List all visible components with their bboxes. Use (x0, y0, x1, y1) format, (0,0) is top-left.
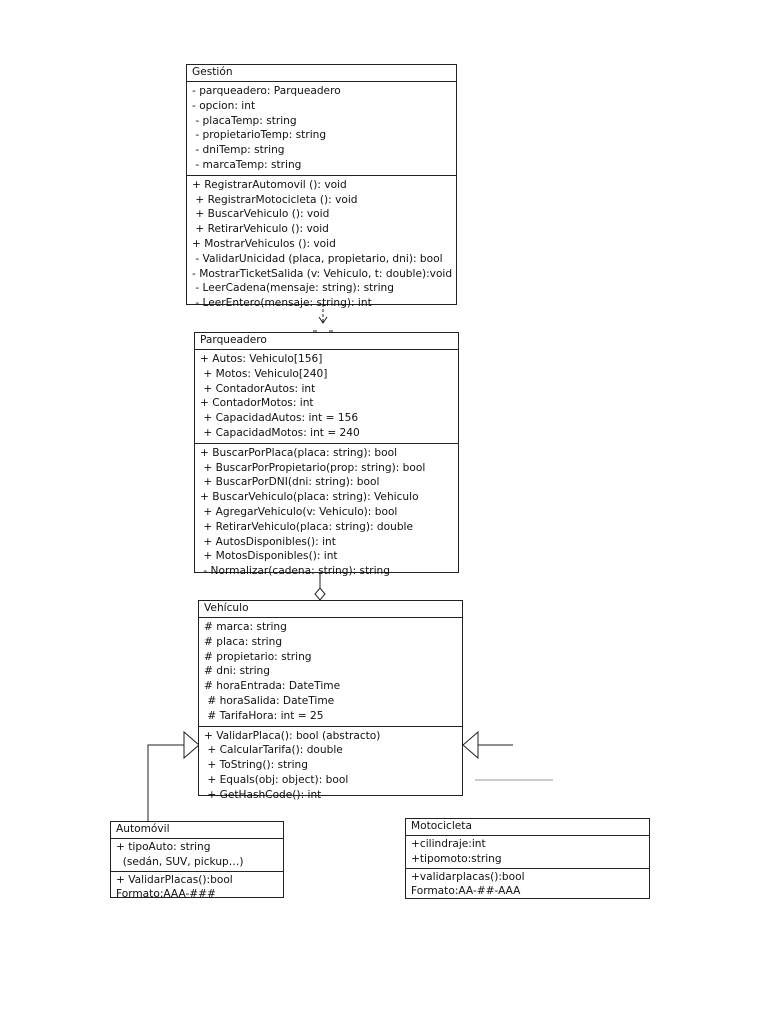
attribute: + ContadorMotos: int (200, 397, 314, 410)
method: - LeerCadena(mensaje: string): string (192, 282, 394, 295)
class-attributes: +cilindraje:int +tipomoto:string (406, 836, 649, 868)
attribute: +cilindraje:int (411, 838, 486, 850)
attribute: # horaSalida: DateTime (204, 694, 335, 707)
method: + ValidarPlaca(): bool (abstracto) (204, 729, 381, 742)
method: - MostrarTicketSalida (v: Vehiculo, t: d… (192, 267, 453, 280)
class-gestion: Gestión - parqueadero: Parqueadero - opc… (186, 64, 457, 309)
method: + BuscarVehiculo(placa: string): Vehicul… (200, 491, 419, 504)
class-methods: + BuscarPorPlaca(placa: string): bool + … (195, 442, 458, 581)
class-methods: + ValidarPlaca(): bool (abstracto) + Cal… (199, 725, 462, 805)
attribute: + CapacidadAutos: int = 156 (200, 412, 359, 425)
dependency-arrowhead (318, 316, 328, 324)
attribute: - marcaTemp: string (192, 158, 302, 171)
method: + Equals(obj: object): bool (204, 773, 349, 786)
method: + RetirarVehiculo(placa: string): double (200, 520, 414, 533)
method: - ValidarUnicidad (placa, propietario, d… (192, 252, 443, 265)
class-title: Parqueadero (195, 333, 458, 350)
method: + BuscarVehiculo (): void (192, 208, 330, 221)
attribute: # placa: string (204, 635, 283, 648)
attribute: - parqueadero: Parqueadero (192, 85, 341, 97)
class-methods: +validarplacas():bool Formato:AA-##-AAA (406, 867, 649, 901)
attribute: # marca: string (204, 621, 287, 633)
attribute: + ContadorAutos: int (200, 382, 316, 395)
method: + GetHashCode(): int (204, 788, 322, 801)
class-title: Motocicleta (406, 819, 649, 836)
method: + RegistrarMotocicleta (): void (192, 193, 358, 206)
inheritance-line-automovil (147, 744, 184, 821)
method: + CalcularTarifa(): double (204, 744, 343, 757)
method: + BuscarPorDNI(dni: string): bool (200, 476, 380, 489)
class-parqueadero: Parqueadero + Autos: Vehiculo[156] + Mot… (194, 332, 459, 577)
attribute: # TarifaHora: int = 25 (204, 709, 324, 722)
attribute: - dniTemp: string (192, 144, 285, 157)
attribute: - placaTemp: string (192, 114, 297, 127)
method: Formato:AA-##-AAA (411, 885, 521, 898)
class-vehiculo: Vehículo # marca: string # placa: string… (198, 600, 463, 801)
method: + RegistrarAutomovil (): void (192, 178, 347, 191)
inheritance-triangle-motocicleta (462, 730, 479, 760)
class-title: Gestión (187, 65, 456, 82)
class-title: Automóvil (111, 822, 283, 839)
class-attributes: # marca: string # placa: string # propie… (199, 618, 462, 726)
method: Formato:AAA-### (116, 888, 216, 901)
attribute: # propietario: string (204, 650, 312, 663)
class-attributes: + Autos: Vehiculo[156] + Motos: Vehiculo… (195, 350, 458, 443)
method: + MotosDisponibles(): int (200, 550, 338, 563)
method: + AutosDisponibles(): int (200, 535, 336, 548)
method: +validarplacas():bool (411, 870, 525, 883)
class-motocicleta: Motocicleta +cilindraje:int +tipomoto:st… (405, 818, 650, 899)
method: + ValidarPlacas():bool (116, 873, 233, 886)
method: + ToString(): string (204, 759, 308, 772)
method: - LeerEntero(mensaje: string): int (192, 297, 372, 310)
aggregation-diamond (314, 587, 326, 601)
method: + MostrarVehiculos (): void (192, 237, 336, 250)
class-attributes: + tipoAuto: string (sedán, SUV, pickup…) (111, 839, 283, 871)
attribute: (sedán, SUV, pickup…) (116, 855, 244, 868)
class-methods: + RegistrarAutomovil (): void + Registra… (187, 174, 456, 313)
attribute: + CapacidadMotos: int = 240 (200, 426, 360, 439)
inheritance-triangle-automovil (183, 730, 200, 760)
attribute: +tipomoto:string (411, 852, 502, 865)
method: + BuscarPorPropietario(prop: string): bo… (200, 461, 426, 474)
attribute: + Autos: Vehiculo[156] (200, 353, 323, 365)
attribute: - propietarioTemp: string (192, 129, 327, 142)
class-methods: + ValidarPlacas():bool Formato:AAA-### (111, 870, 283, 904)
attribute: # horaEntrada: DateTime (204, 680, 341, 693)
attribute: + Motos: Vehiculo[240] (200, 367, 328, 380)
attribute: # dni: string (204, 665, 270, 678)
class-automovil: Automóvil + tipoAuto: string (sedán, SUV… (110, 821, 284, 900)
method: + AgregarVehiculo(v: Vehiculo): bool (200, 505, 398, 518)
method: + RetirarVehiculo (): void (192, 223, 329, 236)
class-attributes: - parqueadero: Parqueadero - opcion: int… (187, 82, 456, 175)
class-title: Vehículo (199, 601, 462, 618)
method: - Normalizar(cadena: string): string (200, 565, 390, 578)
attribute: - opcion: int (192, 99, 256, 112)
attribute: + tipoAuto: string (116, 841, 211, 853)
method: + BuscarPorPlaca(placa: string): bool (200, 446, 398, 459)
